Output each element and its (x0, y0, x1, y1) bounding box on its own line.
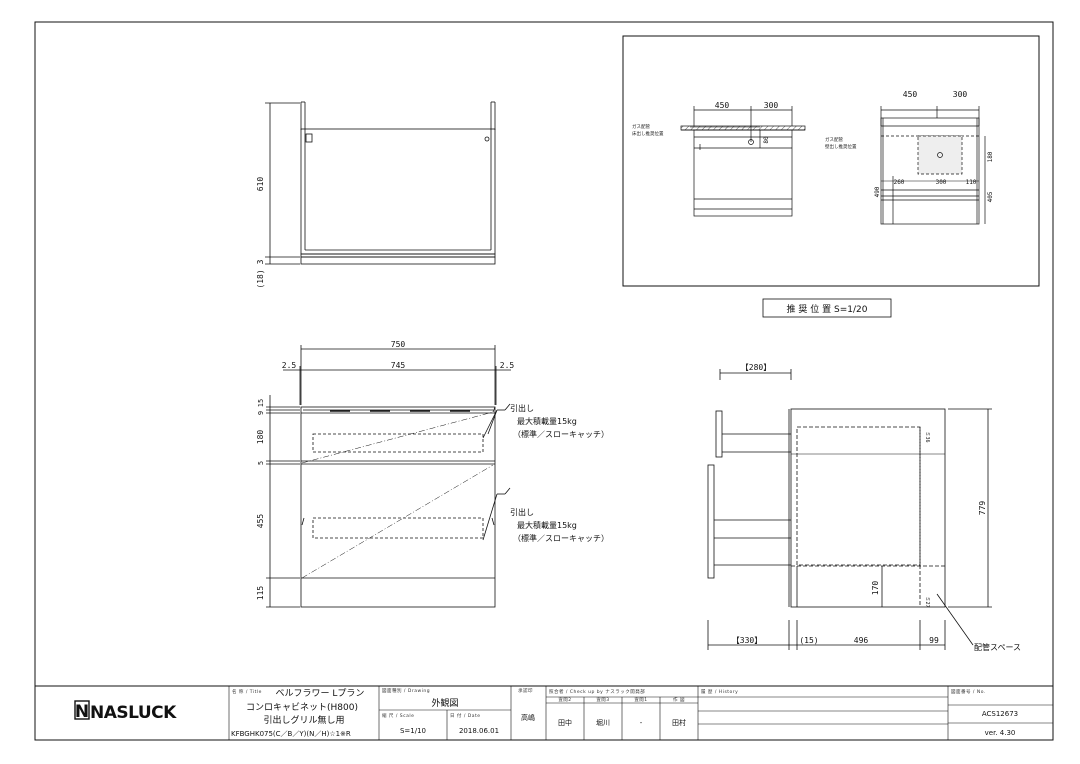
checker-2: 堀川 (596, 718, 610, 727)
side-small-2: ミ27 (924, 596, 930, 607)
recommended-label-box (762, 298, 892, 318)
rec-left-450: 450 (715, 101, 730, 110)
front-view (266, 345, 511, 608)
date-header: 日 付 / Date (450, 712, 481, 719)
side-496: 496 (854, 636, 869, 645)
check-col-2: 査閲3 (596, 696, 609, 703)
rec-left-80: 80 (763, 136, 770, 144)
front-745: 745 (391, 361, 406, 370)
front-750: 750 (391, 340, 406, 349)
front-5: 5 (257, 461, 265, 465)
scale-value: S=1/10 (400, 727, 426, 735)
drawer1-load: 最大積載量15kg (517, 416, 577, 426)
rec-right-405: 405 (987, 191, 994, 202)
recommended-label: 推 奨 位 置 S=1/20 (787, 303, 868, 315)
rec-right-300: 300 (953, 90, 968, 99)
rec-right-gas-note: 壁出し推奨位置 (825, 143, 857, 150)
front-15: 15 (257, 399, 265, 407)
checker-3: - (640, 719, 643, 727)
drawing-no: ACS12673 (982, 710, 1018, 718)
nasluck-logo: N NASLUCK (74, 700, 178, 723)
side-small-1: ミ36 (924, 431, 930, 442)
rec-right-490: 490 (874, 186, 881, 197)
check-col-3: 査閲1 (634, 696, 647, 703)
side-99: 99 (929, 636, 939, 645)
check-col-4: 作 図 (673, 696, 685, 703)
approve-header: 承認印 (518, 687, 533, 694)
check-col-1: 査閲2 (558, 696, 571, 703)
checker-4: 田村 (672, 718, 686, 727)
recommended-frame (622, 35, 1040, 287)
date-value: 2018.06.01 (459, 727, 499, 735)
drawer2-title: 引出し (510, 507, 534, 517)
side-170: 170 (871, 581, 880, 596)
version: ver. 4.30 (985, 729, 1016, 737)
front-455: 455 (256, 514, 265, 529)
rec-right-gas: ガス配管 (825, 136, 843, 143)
drawing-type: 外観図 (431, 697, 458, 709)
drawer2-load: 最大積載量15kg (517, 520, 577, 530)
front-9: 9 (257, 411, 265, 415)
dim-18: (18) (256, 269, 265, 288)
scale-header: 縮 尺 / Scale (382, 712, 414, 719)
drawing-header: 図面種別 / Drawing (382, 687, 430, 694)
side-15: (15) (799, 636, 818, 645)
title-header: 名 称 / Title (232, 688, 262, 695)
recommended-right-view (880, 106, 986, 225)
rec-left-300: 300 (764, 101, 779, 110)
pipe-space-label: 配管スペース (974, 642, 1021, 652)
front-right-25: 2.5 (500, 361, 515, 370)
dim-610: 610 (256, 177, 265, 192)
side-779: 779 (978, 501, 987, 516)
rec-right-260: 260 (894, 179, 905, 186)
front-left-25: 2.5 (282, 361, 297, 370)
recommended-left-view (680, 106, 806, 217)
rec-right-110: 110 (966, 179, 977, 186)
rec-right-450: 450 (903, 90, 918, 99)
top-view (265, 101, 496, 265)
side-view (707, 369, 992, 650)
rec-left-gas-note: 床出し推奨位置 (632, 130, 664, 137)
svg-text:N: N (75, 702, 89, 722)
rec-right-300b: 300 (936, 179, 947, 186)
product-name-3: 引出しグリル無し用 (263, 714, 344, 726)
product-name-2: コンロキャビネット(H800) (246, 702, 358, 713)
drawer2-type: （標準／スローキャッチ） (513, 533, 609, 543)
product-name-1: ベルフラワー Lプラン (276, 688, 365, 699)
front-180: 180 (256, 430, 265, 445)
approver: 高嶋 (521, 713, 535, 722)
history-header: 履 歴 / History (701, 689, 738, 695)
side-330: 【330】 (732, 636, 762, 645)
checker-1: 田中 (558, 718, 572, 727)
logo-text: NASLUCK (90, 703, 177, 723)
front-115: 115 (256, 586, 265, 601)
sheet-border (34, 21, 1054, 741)
rec-right-180: 180 (987, 151, 994, 162)
drawing-no-header: 図面番号 / No. (951, 688, 986, 695)
check-header: 照合者 / Check up by ナスラック開発部 (549, 688, 645, 695)
title-block (228, 686, 1053, 740)
rec-left-gas: ガス配管 (632, 123, 650, 130)
drawer1-type: （標準／スローキャッチ） (513, 429, 609, 439)
drawer1-title: 引出し (510, 403, 534, 413)
dim-3: 3 (256, 259, 265, 264)
product-model: KFBGHK075(C／B／Y)(N／H)☆1※R (231, 730, 351, 738)
side-280: 【280】 (741, 363, 771, 372)
